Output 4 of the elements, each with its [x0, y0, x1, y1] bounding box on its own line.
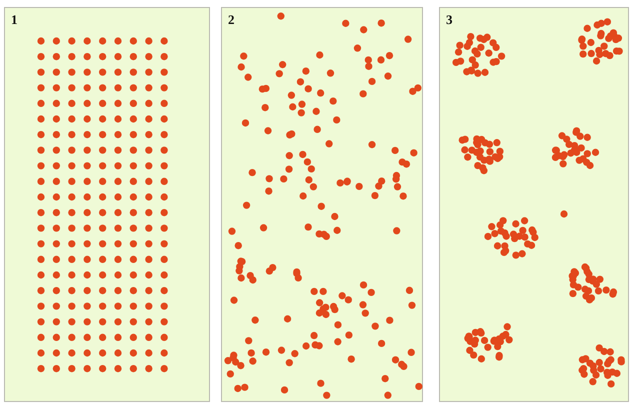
panel-number: 1 — [11, 12, 18, 28]
panel-background — [4, 7, 210, 402]
panel-number: 2 — [228, 12, 234, 28]
panel-number: 3 — [446, 12, 452, 28]
